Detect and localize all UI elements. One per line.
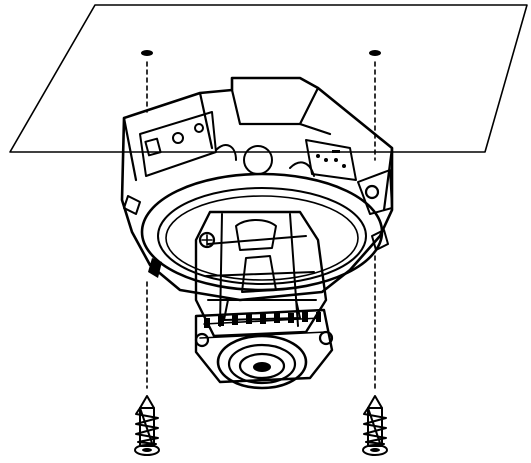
mounting-screw-right: [362, 395, 388, 456]
screw-hole-right: [369, 50, 381, 56]
mounting-screw-left: [134, 395, 160, 456]
screw-hole-left: [141, 50, 153, 56]
camera-lens-module: [194, 210, 334, 390]
dome-camera-base: [120, 76, 394, 302]
ceiling-panel: [9, 4, 528, 153]
